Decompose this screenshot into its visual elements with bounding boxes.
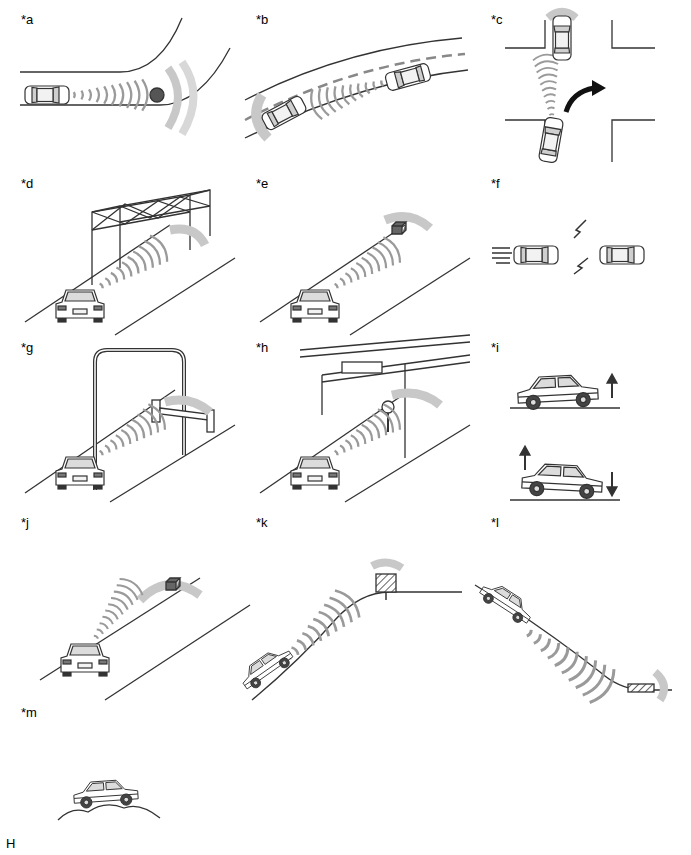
panel-c <box>505 12 655 163</box>
panel-label: *a <box>20 12 34 27</box>
panel-label: *j <box>20 515 30 530</box>
figure-code: H <box>5 836 16 851</box>
panel-label: *b <box>255 12 269 27</box>
panel-a <box>20 18 230 134</box>
panel-l <box>475 578 672 707</box>
panel-label: *e <box>255 176 269 191</box>
panel-label: *f <box>490 176 501 191</box>
panel-m <box>58 779 160 820</box>
panel-label: *g <box>20 340 34 355</box>
panel-label: *m <box>20 705 38 720</box>
panel-k <box>237 562 462 700</box>
panel-label: *c <box>490 12 504 27</box>
panel-b <box>245 38 468 138</box>
panel-label: *h <box>255 340 269 355</box>
panel-g <box>25 350 235 502</box>
panel-label: *d <box>20 176 34 191</box>
panel-j <box>40 575 250 700</box>
panel-d <box>25 190 235 335</box>
panel-label: *k <box>255 515 269 530</box>
panel-f <box>492 220 644 274</box>
panel-h <box>260 335 470 502</box>
panel-label: *l <box>490 515 500 530</box>
panel-label: *i <box>490 340 500 355</box>
panel-e <box>260 216 470 335</box>
panel-i <box>510 374 620 500</box>
